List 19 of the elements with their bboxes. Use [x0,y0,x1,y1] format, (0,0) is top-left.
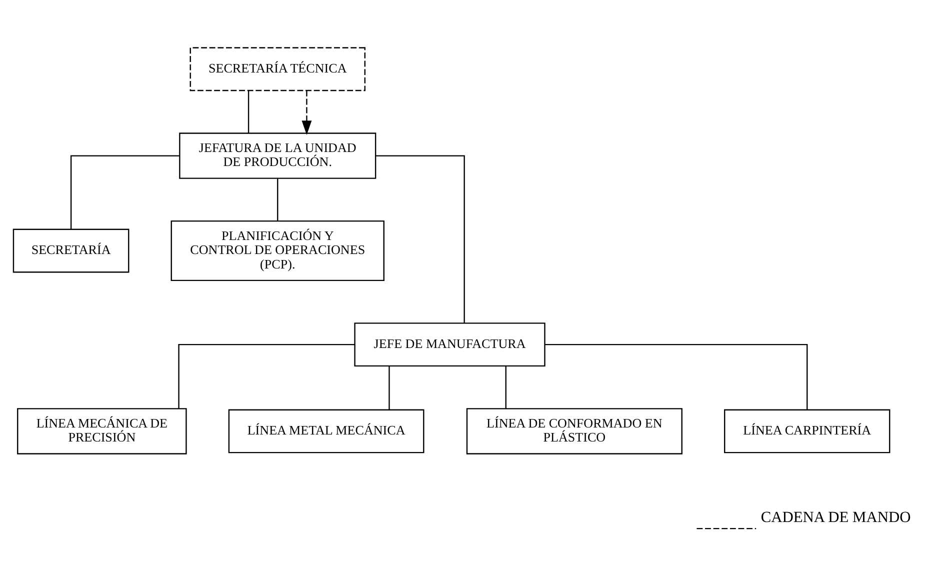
arrow [302,90,312,134]
node-box: JEFATURA DE LA UNIDAD DE PRODUCCIÓN. [179,132,376,178]
connector [178,343,355,408]
node-box: LÍNEA METAL MECÁNICA [228,408,424,453]
legend-label: CADENA DE MANDO [760,508,911,526]
node-box: PLANIFICACIÓN Y CONTROL DE OPERACIONES (PCP). [170,220,384,281]
connector [505,365,506,408]
node-box: LÍNEA DE CONFORMADO EN PLÁSTICO [466,408,682,454]
connector [277,178,278,220]
connector [545,343,808,410]
connector [248,90,250,133]
node-box: JEFE DE MANUFACTURA [354,322,546,366]
node-box: SECRETARÍA [12,228,130,272]
node-box: LÍNEA MECÁNICA DE PRECISIÓN [17,408,187,454]
node-box: LÍNEA CARPINTERÍA [724,408,890,453]
node-box: SECRETARÍA TÉCNICA [190,46,366,91]
connector [70,154,180,229]
connector [388,365,390,410]
connector [376,154,465,322]
